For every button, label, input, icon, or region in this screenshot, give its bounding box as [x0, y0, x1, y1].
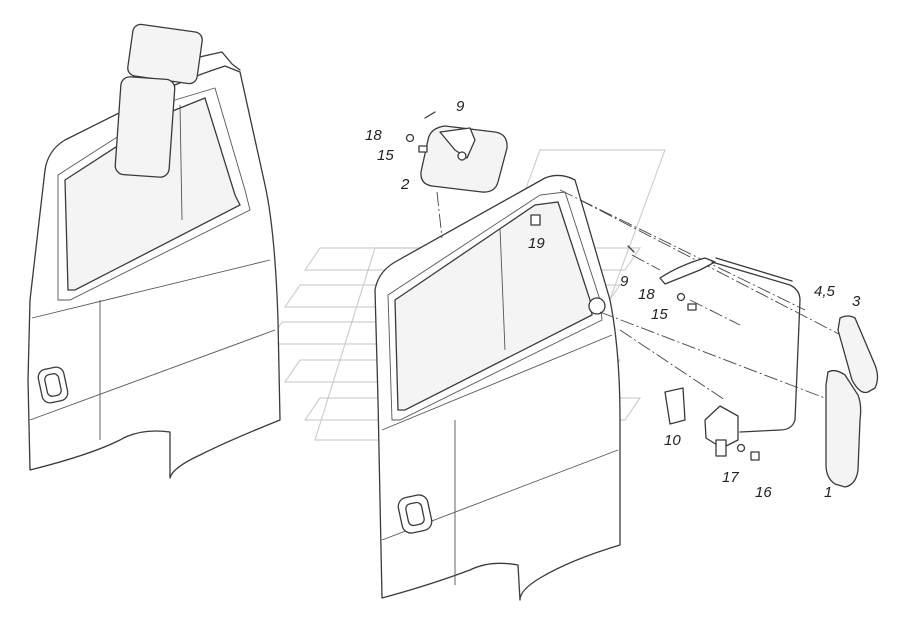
- lower-mount-assembly: [704, 405, 760, 461]
- leader-15b: [689, 299, 741, 326]
- leader-2: [436, 191, 443, 239]
- callout-10: 10: [664, 432, 681, 449]
- callout-3: 3: [852, 293, 861, 310]
- part-3-mirror-small: [837, 315, 879, 394]
- part-16-bolt: [750, 451, 760, 461]
- leader-upper-2: [579, 199, 861, 346]
- upper-mirror-bracket: [439, 127, 476, 159]
- callout-9-lower: 9: [620, 273, 629, 290]
- callout-labels: 9 18 15 2 19 9 18 15 4,5 3 10 17 16 1: [365, 98, 861, 501]
- left-door-window-glass: [64, 97, 241, 291]
- right-door-window-divider: [499, 227, 506, 351]
- part-9-clip-upper: [424, 111, 436, 119]
- leader-mount: [619, 329, 726, 401]
- right-door-assembly: [374, 174, 621, 601]
- leader-upper: [559, 189, 806, 311]
- part-4-5-mirror-arm: [627, 245, 801, 433]
- part-9-clip-lower: [627, 245, 635, 253]
- mirror-arm-tube-edge: [715, 257, 793, 282]
- left-door-assembly: [27, 23, 281, 479]
- callout-18-lower: 18: [638, 286, 655, 303]
- part-15-bolt-lower: [687, 303, 697, 311]
- part-19-plug: [530, 214, 541, 226]
- right-door-mirror-mount: [588, 297, 606, 315]
- callout-18-upper: 18: [365, 127, 382, 144]
- assembly-lines: [436, 189, 861, 401]
- right-door-crease: [381, 334, 613, 431]
- part-1-mirror-large: [825, 369, 862, 488]
- mirror-arm-tube: [711, 261, 801, 433]
- leader-lower: [599, 311, 831, 401]
- left-door-window-frame: [57, 87, 251, 301]
- left-mirror-large: [114, 76, 176, 178]
- part-17-washer: [736, 443, 746, 453]
- callout-15-upper: 15: [377, 147, 394, 164]
- callout-16: 16: [755, 484, 772, 501]
- callout-9-upper: 9: [456, 98, 465, 115]
- left-mirror-arm: [194, 51, 241, 71]
- part-10-plate: [664, 387, 686, 425]
- part-18-washer-upper: [405, 133, 415, 143]
- part-15-bolt-upper: [418, 145, 428, 153]
- mirror-arm-bracket: [659, 257, 716, 285]
- callout-1: 1: [824, 484, 832, 501]
- lower-mount-bracket: [704, 405, 739, 449]
- upper-mirror-pivot: [457, 151, 467, 161]
- part-2-upper-mirror: [405, 111, 508, 193]
- left-door-crease: [31, 259, 271, 319]
- right-door-handle-recess: [405, 501, 425, 527]
- leader-9b: [631, 254, 661, 271]
- left-door-window-divider: [179, 104, 183, 221]
- lower-mount-stem: [715, 439, 727, 457]
- callout-19: 19: [528, 235, 545, 252]
- callout-17: 17: [722, 469, 739, 486]
- left-door-handle-recess: [44, 373, 62, 397]
- left-mirror-small: [127, 23, 203, 85]
- part-18-washer-lower: [676, 292, 686, 302]
- callout-15-lower: 15: [651, 306, 668, 323]
- left-door-lower-crease: [29, 329, 276, 421]
- callout-2: 2: [400, 176, 410, 193]
- callout-4-5: 4,5: [814, 283, 836, 300]
